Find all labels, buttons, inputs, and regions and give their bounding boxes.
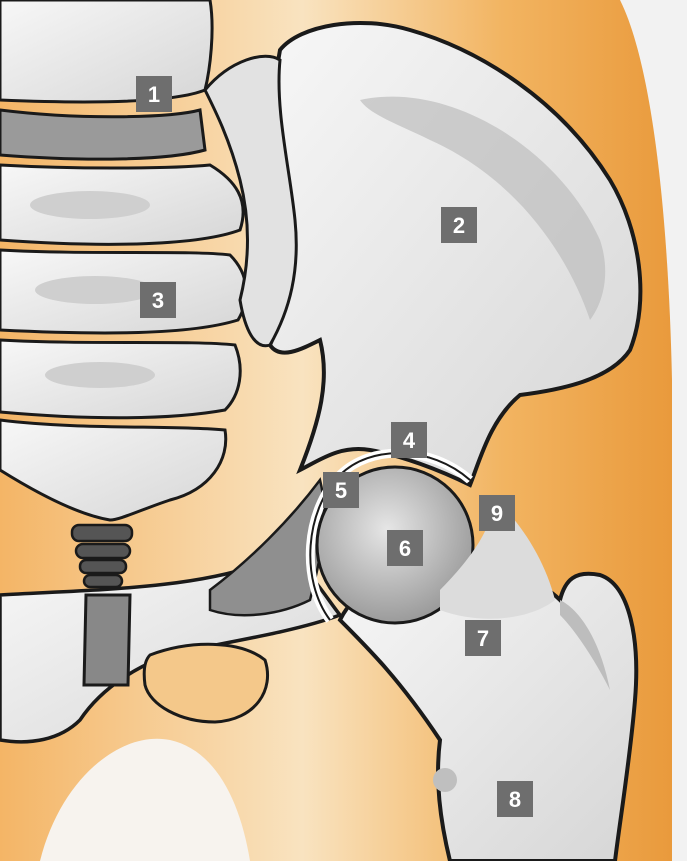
svg-text:5: 5 [335, 478, 347, 503]
pubic-symphysis [84, 595, 130, 685]
svg-text:2: 2 [453, 213, 465, 238]
svg-text:4: 4 [403, 428, 416, 453]
svg-text:9: 9 [491, 501, 503, 526]
svg-text:3: 3 [152, 288, 164, 313]
svg-text:8: 8 [509, 787, 521, 812]
label-4: 4 [391, 422, 427, 458]
svg-text:1: 1 [148, 82, 160, 107]
femur-highlight [433, 768, 457, 792]
label-8: 8 [497, 781, 533, 817]
svg-text:7: 7 [477, 626, 489, 651]
label-1: 1 [136, 76, 172, 112]
label-6: 6 [387, 530, 423, 566]
label-5: 5 [323, 472, 359, 508]
svg-text:6: 6 [399, 536, 411, 561]
label-3: 3 [140, 282, 176, 318]
label-7: 7 [465, 620, 501, 656]
label-9: 9 [479, 495, 515, 531]
label-2: 2 [441, 207, 477, 243]
